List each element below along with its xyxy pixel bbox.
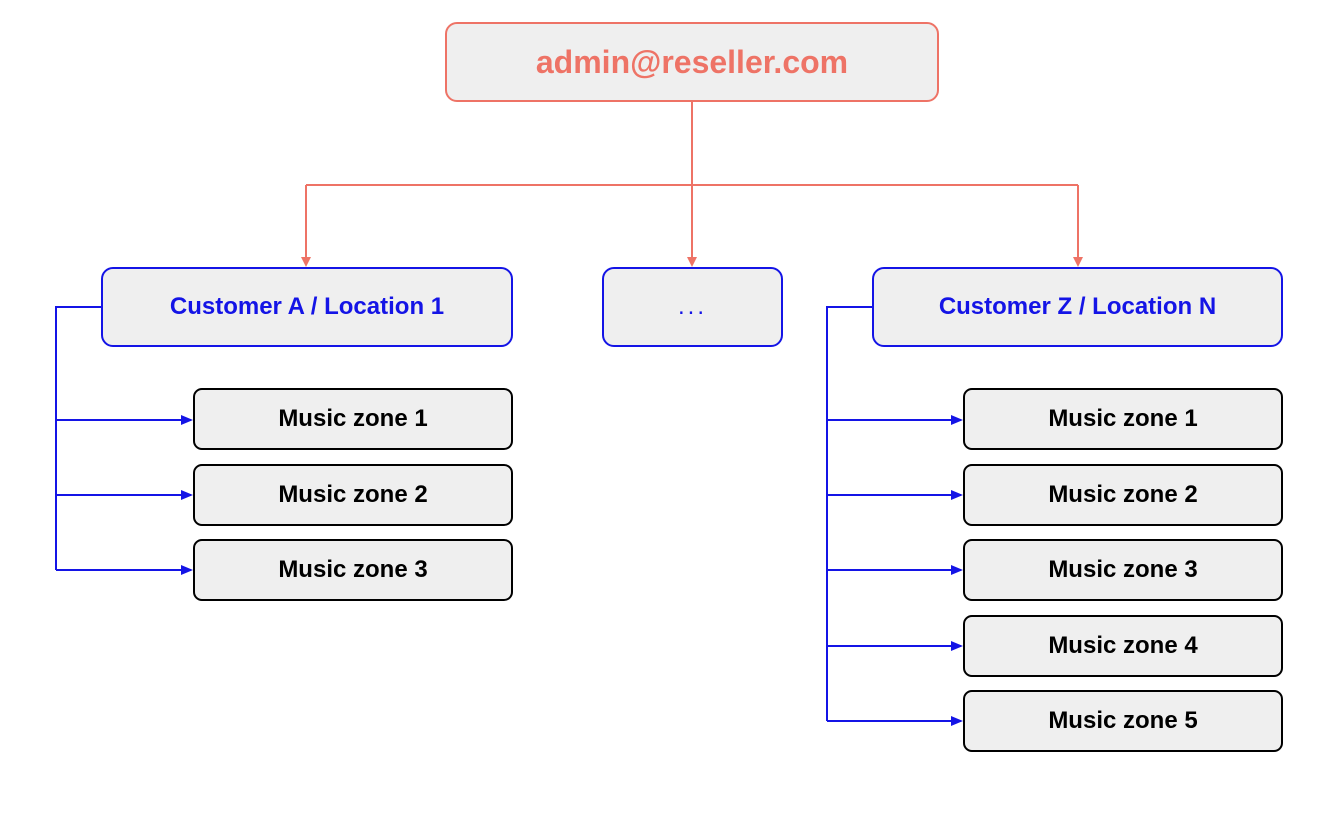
music-zone-node: Music zone 2 [193,464,513,526]
admin-account-label: admin@reseller.com [535,43,849,80]
customer-z-label: Customer Z / Location N [938,293,1217,320]
customer-z-node: Customer Z / Location N [872,267,1283,347]
admin-account-node: admin@reseller.com [445,22,939,102]
music-zone-node: Music zone 5 [963,690,1283,752]
customer-a-zone-connectors [55,306,193,575]
admin-to-customer-connectors [301,102,1083,267]
music-zone-label: Music zone 2 [278,481,428,508]
music-zone-label: Music zone 3 [278,556,428,583]
music-zone-node: Music zone 1 [963,388,1283,450]
music-zone-node: Music zone 1 [193,388,513,450]
music-zone-label: Music zone 1 [1048,405,1198,432]
music-zone-node: Music zone 2 [963,464,1283,526]
music-zone-label: Music zone 2 [1048,481,1198,508]
music-zone-node: Music zone 3 [963,539,1283,601]
music-zone-node: Music zone 3 [193,539,513,601]
customer-a-node: Customer A / Location 1 [101,267,513,347]
customer-a-label: Customer A / Location 1 [169,293,445,320]
customer-ellipsis-label: ... [677,293,707,320]
customer-ellipsis-node: ... [602,267,783,347]
music-zone-label: Music zone 3 [1048,556,1198,583]
music-zone-node: Music zone 4 [963,615,1283,677]
music-zone-label: Music zone 1 [278,405,428,432]
customer-z-zone-connectors [826,306,963,726]
music-zone-label: Music zone 4 [1048,632,1198,659]
music-zone-label: Music zone 5 [1048,707,1198,734]
